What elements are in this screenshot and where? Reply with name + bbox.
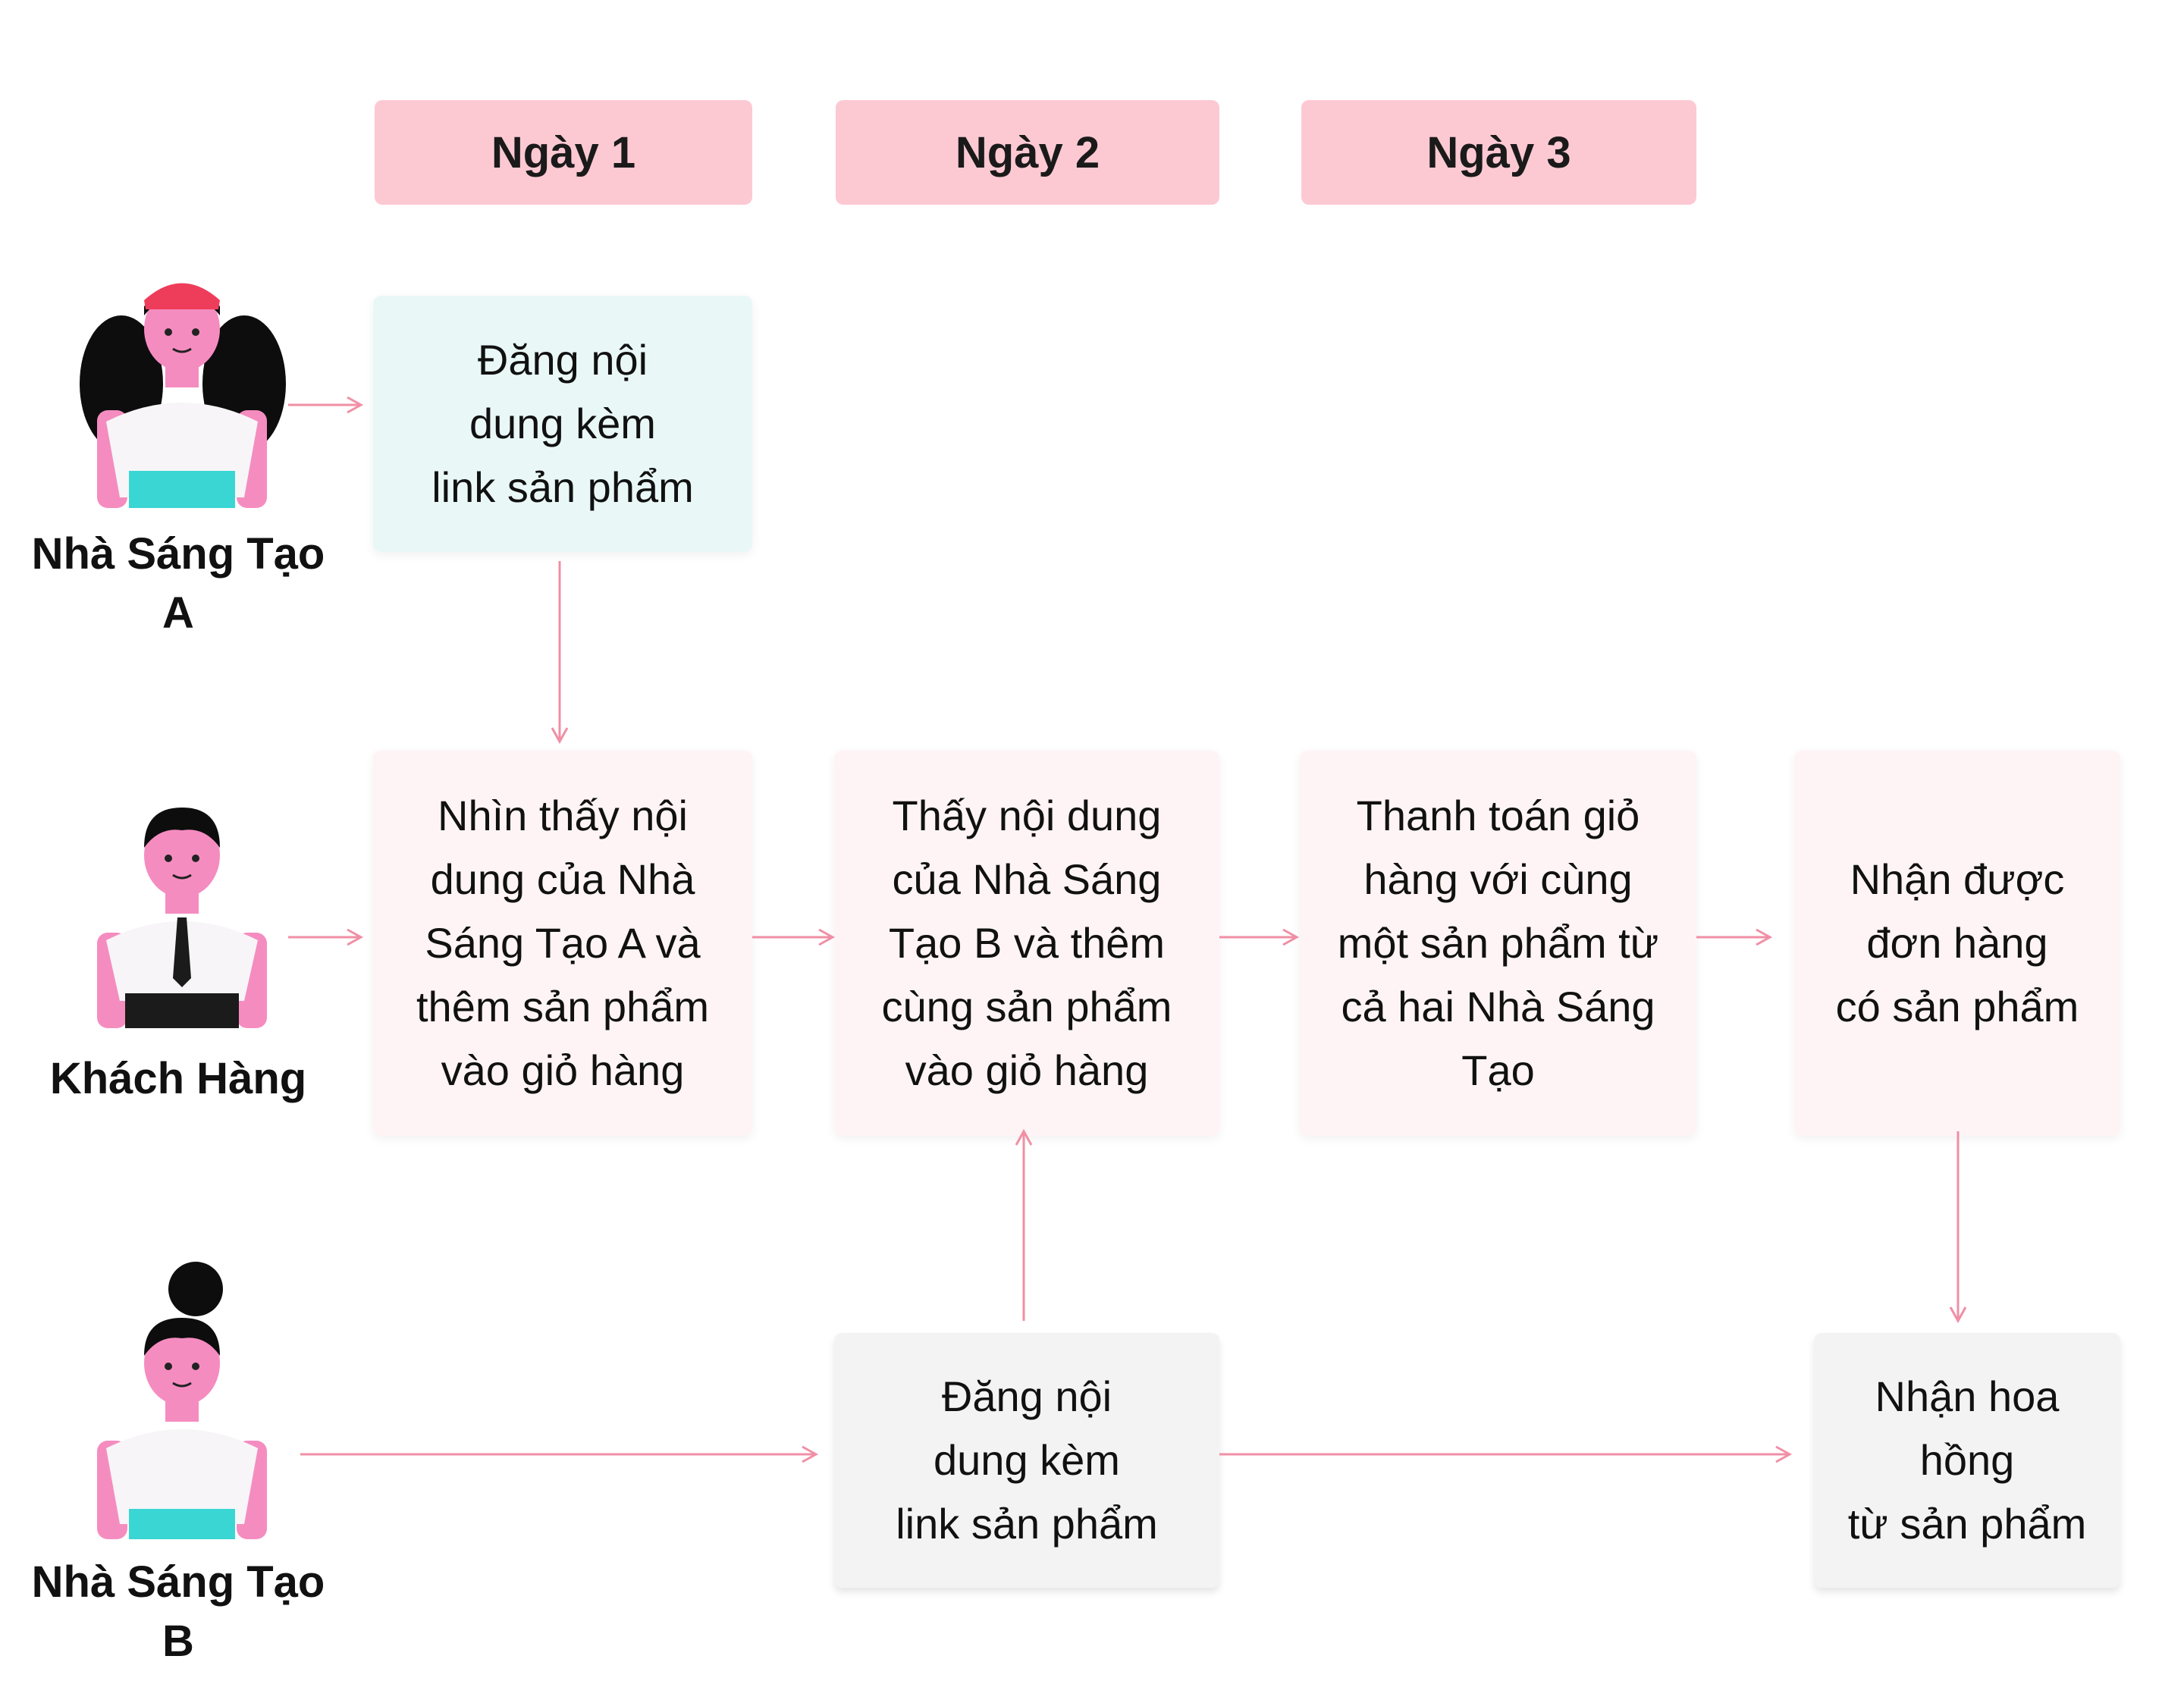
step-line: hồng bbox=[1919, 1436, 2015, 1484]
day-header-1: Ngày 1 bbox=[375, 100, 752, 205]
step-line: một sản phẩm từ bbox=[1337, 919, 1659, 967]
step-line: Đăng nội bbox=[477, 336, 648, 384]
step-text: Nhìn thấy nội dung của Nhà Sáng Tạo A và… bbox=[416, 784, 709, 1102]
actor-name-line: A bbox=[162, 588, 194, 638]
step-line: cả hai Nhà Sáng bbox=[1341, 983, 1655, 1030]
step-box-b-post: Đăng nội dung kèm link sản phẩm bbox=[834, 1333, 1219, 1588]
woman-bun-avatar-icon bbox=[97, 1262, 267, 1539]
step-line: link sản phẩm bbox=[431, 463, 694, 511]
step-line: của Nhà Sáng bbox=[892, 855, 1162, 903]
step-line: Sáng Tạo A và bbox=[425, 919, 701, 967]
step-line: Nhận được bbox=[1850, 855, 2065, 903]
step-text: Thanh toán giỏ hàng với cùng một sản phẩ… bbox=[1338, 784, 1658, 1102]
day-header-3: Ngày 3 bbox=[1301, 100, 1696, 205]
step-line: đơn hàng bbox=[1866, 919, 2048, 967]
step-line: Nhận hoa bbox=[1875, 1372, 2060, 1420]
step-line: thêm sản phẩm bbox=[416, 983, 709, 1030]
step-box-customer-see-a: Nhìn thấy nội dung của Nhà Sáng Tạo A và… bbox=[373, 751, 752, 1136]
step-text: Nhận được đơn hàng có sản phẩm bbox=[1836, 848, 2079, 1039]
step-text: Thấy nội dung của Nhà Sáng Tạo B và thêm… bbox=[882, 784, 1172, 1102]
actor-name-line: Nhà Sáng Tạo bbox=[31, 529, 325, 579]
actor-label-customer: Khách Hàng bbox=[0, 1049, 356, 1109]
step-line: Thanh toán giỏ bbox=[1356, 792, 1640, 839]
step-box-customer-pay: Thanh toán giỏ hàng với cùng một sản phẩ… bbox=[1300, 751, 1696, 1136]
step-line: Thấy nội dung bbox=[892, 792, 1162, 839]
man-tie-avatar-icon bbox=[97, 808, 267, 1028]
woman-red-cap-avatar-icon bbox=[80, 283, 286, 508]
step-line: vào giỏ hàng bbox=[905, 1046, 1149, 1094]
step-box-a-post: Đăng nội dung kèm link sản phẩm bbox=[373, 296, 752, 552]
actor-label-creator-b: Nhà Sáng Tạo B bbox=[0, 1553, 356, 1671]
step-line: dung kèm bbox=[934, 1436, 1120, 1484]
day-header-2: Ngày 2 bbox=[836, 100, 1219, 205]
step-box-b-rose: Nhận hoa hồng từ sản phẩm bbox=[1814, 1333, 2120, 1588]
step-line: cùng sản phẩm bbox=[881, 983, 1172, 1030]
step-line: hàng với cùng bbox=[1363, 855, 1633, 903]
step-text: Đăng nội dung kèm link sản phẩm bbox=[431, 328, 694, 519]
step-box-creator-receive-order: Nhận được đơn hàng có sản phẩm bbox=[1794, 751, 2120, 1136]
step-line: Nhìn thấy nội bbox=[438, 792, 688, 839]
actor-name-line: Nhà Sáng Tạo bbox=[31, 1557, 325, 1607]
step-line: Tạo bbox=[1461, 1046, 1535, 1094]
step-line: từ sản phẩm bbox=[1847, 1500, 2087, 1548]
step-line: Đăng nội bbox=[941, 1372, 1112, 1420]
actor-name-line: B bbox=[162, 1617, 194, 1666]
step-text: Nhận hoa hồng từ sản phẩm bbox=[1848, 1365, 2087, 1556]
step-line: Tạo B và thêm bbox=[888, 919, 1166, 967]
actor-name-line: Khách Hàng bbox=[49, 1054, 307, 1103]
step-box-customer-see-b: Thấy nội dung của Nhà Sáng Tạo B và thêm… bbox=[834, 751, 1219, 1136]
step-line: vào giỏ hàng bbox=[441, 1046, 685, 1094]
step-line: có sản phẩm bbox=[1835, 983, 2079, 1030]
step-text: Đăng nội dung kèm link sản phẩm bbox=[896, 1365, 1158, 1556]
step-line: dung kèm bbox=[469, 400, 656, 447]
actor-label-creator-a: Nhà Sáng Tạo A bbox=[0, 525, 356, 643]
step-line: link sản phẩm bbox=[896, 1500, 1158, 1548]
step-line: dung của Nhà bbox=[430, 855, 695, 903]
